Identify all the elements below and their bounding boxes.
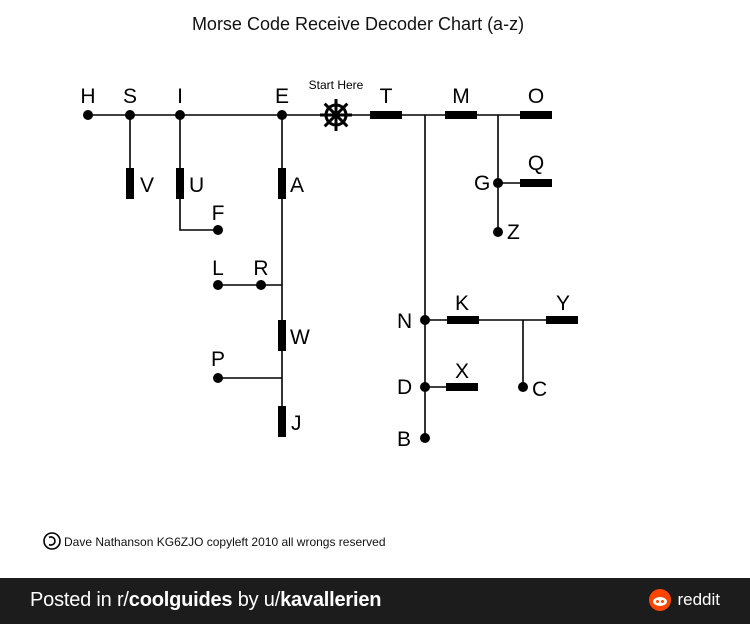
dash-a	[278, 168, 286, 199]
dash-t	[370, 111, 402, 119]
letter-k: K	[455, 292, 469, 315]
letter-y: Y	[556, 292, 570, 315]
credit-text: Dave Nathanson KG6ZJO copyleft 2010 all …	[64, 535, 386, 549]
letter-w: W	[290, 326, 310, 349]
copyleft-icon	[43, 532, 61, 550]
dot-f	[213, 225, 223, 235]
dot-z	[493, 227, 503, 237]
letter-t: T	[380, 85, 393, 108]
letter-z: Z	[507, 221, 520, 244]
letter-u: U	[189, 174, 204, 197]
post-attribution: Posted in r/coolguides by u/kavallerien	[30, 589, 381, 612]
letter-e: E	[275, 85, 289, 108]
letter-h: H	[80, 85, 95, 108]
ships-wheel-icon	[320, 99, 352, 131]
dash-j	[278, 406, 286, 437]
username-link[interactable]: kavallerien	[280, 589, 382, 611]
dash-marks	[126, 111, 578, 437]
letter-i: I	[177, 85, 183, 108]
dot-s	[125, 110, 135, 120]
reddit-wordmark: reddit	[677, 590, 720, 609]
letter-o: O	[528, 85, 544, 108]
letter-c: C	[532, 378, 547, 401]
dash-w	[278, 320, 286, 351]
dash-q	[520, 179, 552, 187]
morse-decoder-diagram: Morse Code Receive Decoder Chart (a-z)	[43, 14, 578, 550]
dash-y	[546, 316, 578, 324]
chart-title: Morse Code Receive Decoder Chart (a-z)	[192, 14, 524, 34]
dash-m	[445, 111, 477, 119]
dash-u	[176, 168, 184, 199]
start-here-label: Start Here	[309, 78, 364, 92]
dot-l	[213, 280, 223, 290]
letter-n: N	[397, 310, 412, 333]
by-text: by u/	[232, 589, 281, 611]
letter-m: M	[452, 85, 470, 108]
letter-p: P	[211, 348, 225, 371]
reddit-logo[interactable]: reddit	[649, 589, 720, 611]
line-i-u-f	[179, 115, 218, 231]
letter-b: B	[397, 428, 411, 451]
letter-s: S	[123, 85, 137, 108]
subreddit-link[interactable]: coolguides	[128, 589, 233, 611]
letter-f: F	[212, 202, 225, 225]
dash-o	[520, 111, 552, 119]
posted-in-text: Posted in r/	[30, 589, 129, 611]
dot-e	[277, 110, 287, 120]
letter-a: A	[290, 174, 304, 197]
letter-q: Q	[528, 152, 544, 175]
dot-i	[175, 110, 185, 120]
letter-l: L	[212, 257, 224, 280]
letter-labels: H S I E T M O V U A F L R W P J G Q Z N …	[80, 85, 570, 451]
dot-n	[420, 315, 430, 325]
letter-j: J	[291, 412, 302, 435]
dot-g	[493, 178, 503, 188]
reddit-footer: Posted in r/coolguides by u/kavallerien …	[0, 578, 750, 624]
dash-v	[126, 168, 134, 199]
dash-x	[446, 383, 478, 391]
dot-c	[518, 382, 528, 392]
letter-d: D	[397, 376, 412, 399]
dot-h	[83, 110, 93, 120]
letter-r: R	[253, 257, 268, 280]
dot-p	[213, 373, 223, 383]
letter-v: V	[140, 174, 154, 197]
dot-d	[420, 382, 430, 392]
dot-marks	[83, 110, 528, 443]
connector-lines	[88, 114, 578, 438]
dot-b	[420, 433, 430, 443]
letter-x: X	[455, 360, 469, 383]
dash-k	[447, 316, 479, 324]
dot-r	[256, 280, 266, 290]
reddit-alien-icon	[649, 589, 672, 611]
letter-g: G	[474, 172, 490, 195]
